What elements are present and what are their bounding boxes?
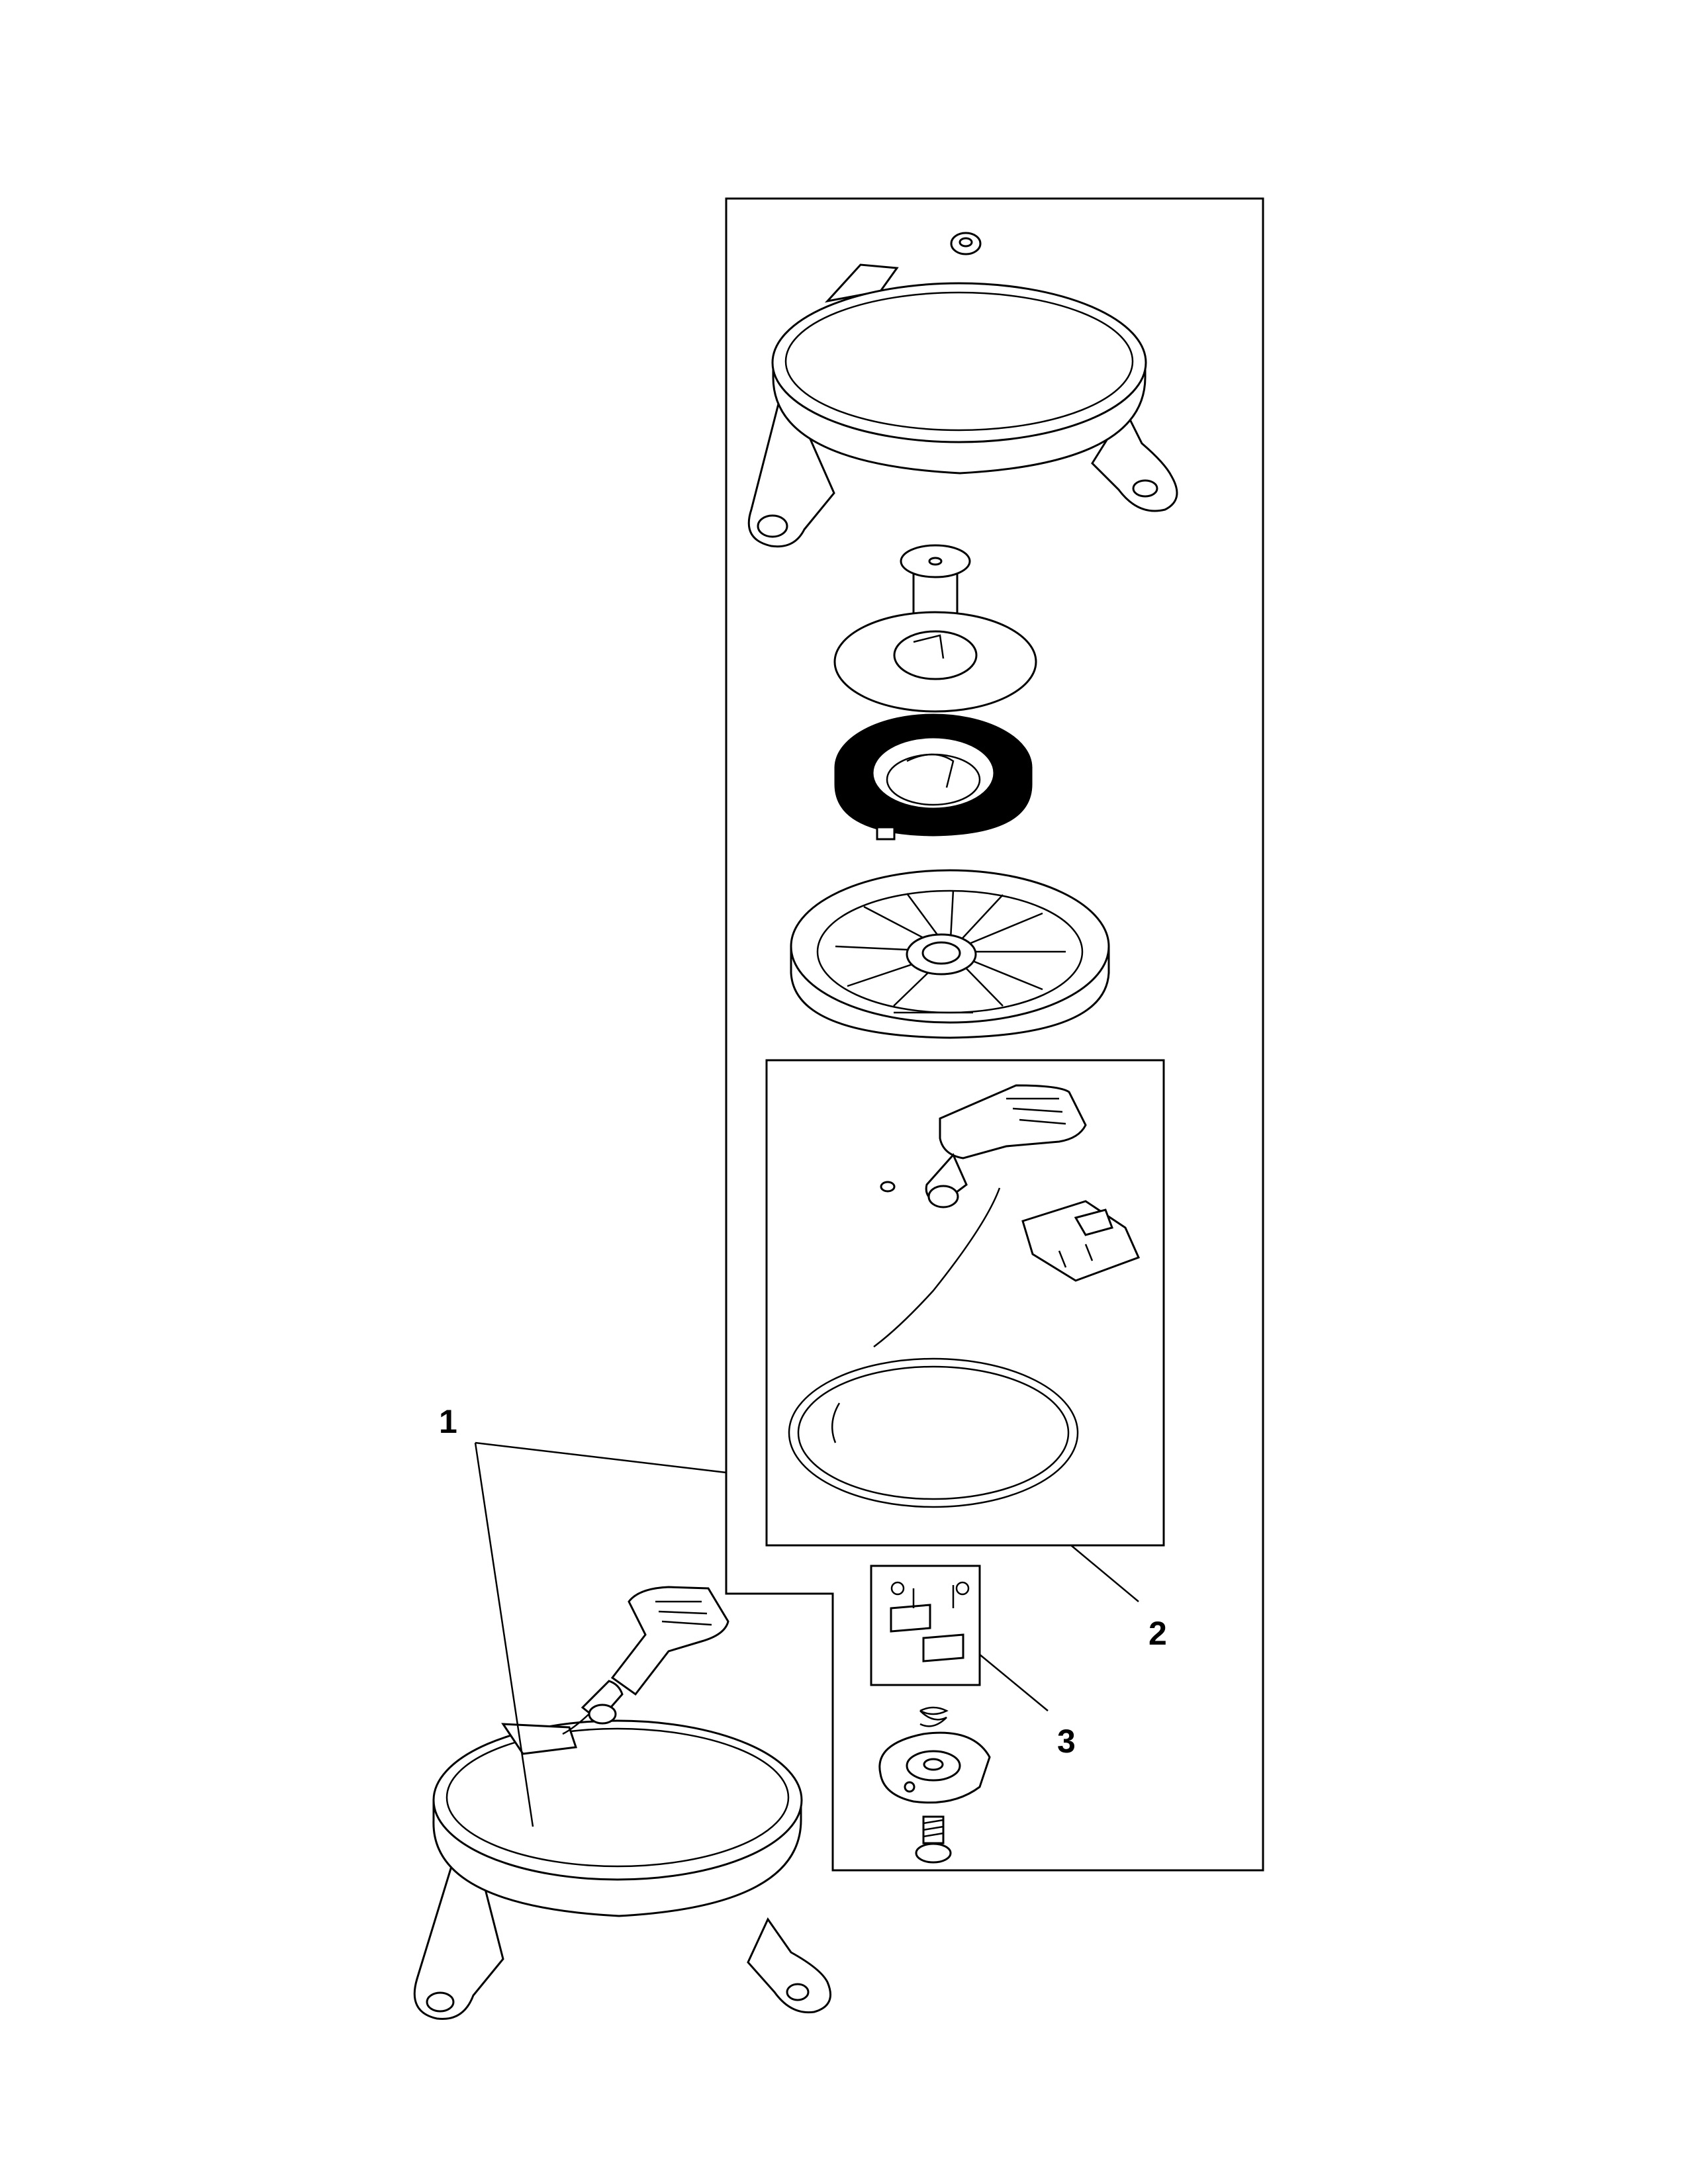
complete-assembly-part <box>413 1586 831 2021</box>
return-spring-part <box>919 1706 949 1727</box>
pulley-part <box>790 869 1110 1039</box>
leader-line-1-assembly <box>474 1442 534 1827</box>
callout-1: 1 <box>439 1403 457 1440</box>
recoil-spring-part <box>834 713 1033 841</box>
rope-clip-part <box>880 1181 896 1193</box>
starter-rope-part <box>788 1357 1079 1508</box>
leader-line-1-frame <box>475 1441 727 1474</box>
spring-cover-part <box>833 611 1037 713</box>
ratchet-plate-part <box>878 1731 991 1804</box>
starter-housing-part <box>747 263 1178 548</box>
handle-insert-part <box>1021 1200 1141 1282</box>
leader-line-3 <box>979 1654 1049 1711</box>
pawl-springs-part <box>890 1581 970 1662</box>
screw-part <box>915 1815 952 1864</box>
starter-handle-part <box>873 1084 1087 1347</box>
assembly-frame <box>725 197 1264 1872</box>
leader-line-2 <box>1070 1545 1139 1602</box>
rope-kit-frame <box>765 1059 1165 1547</box>
callout-3: 3 <box>1057 1723 1076 1760</box>
pawl-kit-frame <box>870 1565 981 1686</box>
nut-part <box>950 232 982 255</box>
callout-2: 2 <box>1149 1615 1167 1652</box>
